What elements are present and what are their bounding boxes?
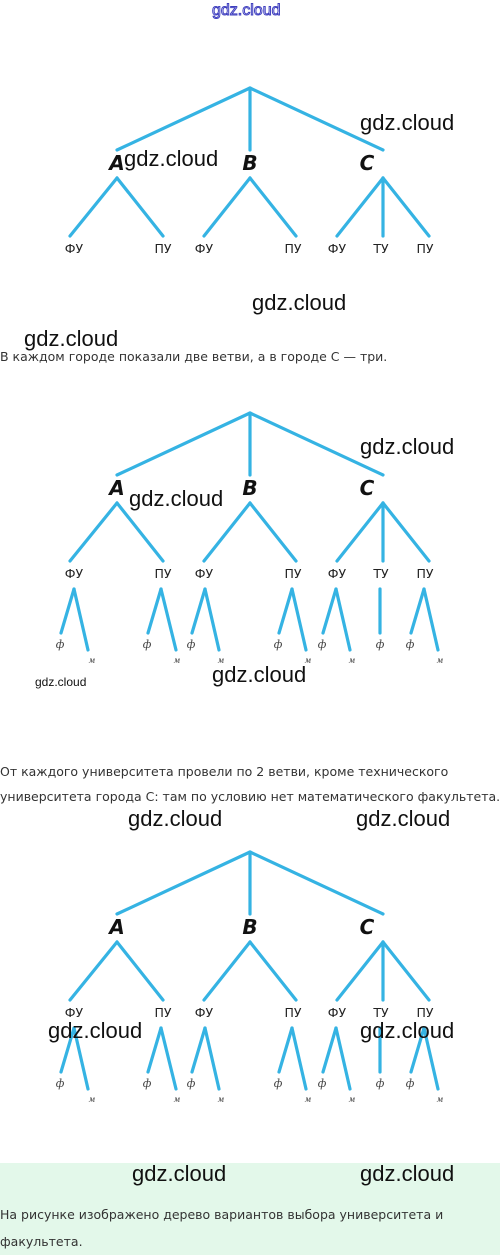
faculty-label: ф [376,638,385,651]
faculty-label: м [305,1095,312,1104]
university-label: ПУ [284,566,301,581]
city-label-c: C [360,151,375,175]
faculty-label: ф [187,1077,196,1090]
faculty-label: ф [274,1077,283,1090]
watermark: gdz.cloud [212,2,281,20]
faculty-label: ф [274,638,283,651]
watermark: gdz.cloud [24,326,119,351]
answer-panel [0,1163,500,1255]
watermark: gdz.cloud [35,675,87,689]
faculty-label: ф [376,1077,385,1090]
university-label: ПУ [154,566,171,581]
faculty-label: ф [143,638,152,651]
university-label: ПУ [154,1005,171,1020]
city-label-b: B [242,151,257,175]
university-label: ФУ [328,566,347,581]
faculty-label: ф [143,1077,152,1090]
city-label-c: C [360,915,375,939]
city-label-a: A [107,915,124,939]
university-label: ТУ [372,241,389,256]
tree-diagram-2: A B C ФУ ПУ ФУ ПУ ФУ ТУ ПУ ф м ф м ф м ф… [56,411,444,665]
university-label: ПУ [284,1005,301,1020]
university-label: ФУ [195,1005,214,1020]
city-label-c: C [360,476,375,500]
university-label: ПУ [154,241,171,256]
university-label: ПУ [416,1005,433,1020]
faculty-label: м [89,1095,96,1104]
faculty-label: ф [187,638,196,651]
watermark: gdz.cloud [48,1018,143,1043]
faculty-label: м [437,656,444,665]
watermark: gdz.cloud [360,434,455,459]
faculty-label: м [305,656,312,665]
faculty-label: м [437,1095,444,1104]
watermark: gdz.cloud [356,806,451,831]
university-label: ФУ [65,566,84,581]
faculty-label: м [218,656,225,665]
watermark: gdz.cloud [360,110,455,135]
faculty-label: ф [406,638,415,651]
university-label: ПУ [416,241,433,256]
caption-step-2-line-2: университета города C: там по условию не… [0,789,500,804]
university-label: ПУ [416,566,433,581]
answer-text-line-1: На рисунке изображено дерево вариантов в… [0,1207,444,1222]
watermark: gdz.cloud [252,290,347,315]
faculty-label: м [349,1095,356,1104]
tree-diagram-1: A B C ФУ ПУ ФУ ПУ ФУ ТУ ПУ [65,86,434,256]
answer-text-line-2: факультета. [0,1234,83,1249]
faculty-label: м [218,1095,225,1104]
university-label: ФУ [65,241,84,256]
university-label: ТУ [372,566,389,581]
university-label: ФУ [328,241,347,256]
faculty-label: ф [56,1077,65,1090]
city-label-b: B [242,476,257,500]
watermark: gdz.cloud [129,486,224,511]
faculty-label: м [174,656,181,665]
city-label-a: A [107,476,124,500]
watermark: gdz.cloud [124,146,219,171]
university-label: ФУ [328,1005,347,1020]
faculty-label: м [89,656,96,665]
watermark: gdz.cloud [212,662,307,687]
faculty-label: ф [406,1077,415,1090]
city-label-b: B [242,915,257,939]
university-label: ТУ [372,1005,389,1020]
caption-step-1: В каждом городе показали две ветви, а в … [0,349,388,364]
city-label-a: A [107,151,124,175]
watermark: gdz.cloud [128,806,223,831]
faculty-label: ф [56,638,65,651]
tree-diagram-3: A B C ФУ ПУ ФУ ПУ ФУ ТУ ПУ ф м ф м ф м ф… [56,850,444,1104]
caption-step-2-line-1: От каждого университета провели по 2 вет… [0,764,449,779]
faculty-label: ф [318,638,327,651]
faculty-label: ф [318,1077,327,1090]
university-label: ФУ [65,1005,84,1020]
faculty-label: м [174,1095,181,1104]
watermark: gdz.cloud [132,1161,227,1186]
university-label: ФУ [195,241,214,256]
university-label: ПУ [284,241,301,256]
watermark: gdz.cloud [360,1161,455,1186]
watermark: gdz.cloud [360,1018,455,1043]
university-label: ФУ [195,566,214,581]
faculty-label: м [349,656,356,665]
